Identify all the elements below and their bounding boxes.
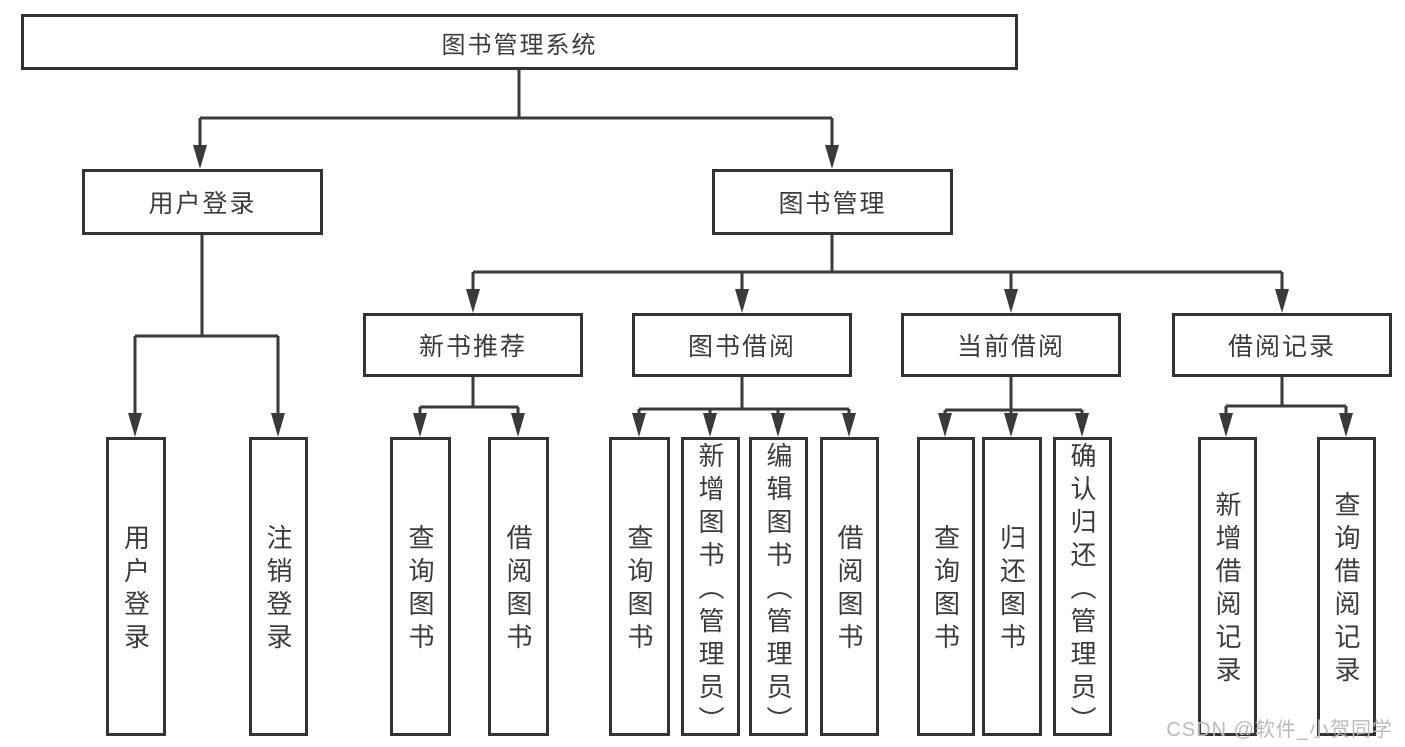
node-label: 查询图书 [624, 524, 654, 656]
node-label: 确认归还（管理员） [1067, 441, 1097, 739]
node-label: 新增图书（管理员） [695, 441, 725, 739]
node-label: 查询图书 [930, 524, 961, 656]
leaf-add-borrow-record: 新增借阅记录 [1198, 437, 1257, 736]
leaf-query-books-1: 查询图书 [390, 437, 451, 736]
node-label: 新书推荐 [418, 333, 527, 361]
node-label: 归还图书 [996, 524, 1027, 656]
leaf-return-books: 归还图书 [982, 437, 1042, 736]
node-label: 当前借阅 [956, 333, 1065, 361]
leaf-edit-books-admin: 编辑图书（管理员） [749, 437, 808, 739]
node-new-book-recommend: 新书推荐 [363, 313, 583, 377]
node-book-borrow: 图书借阅 [632, 313, 852, 377]
leaf-query-borrow-record: 查询借阅记录 [1317, 437, 1376, 736]
leaf-borrow-books-1: 借阅图书 [488, 437, 549, 736]
watermark: CSDN @软件_小贺同学 [1166, 719, 1393, 741]
node-label: 图书管理 [778, 190, 887, 218]
node-label: 编辑图书（管理员） [763, 441, 793, 739]
node-book-management-module: 图书管理 [712, 169, 953, 235]
leaf-query-books-2: 查询图书 [609, 437, 670, 736]
node-label: 查询图书 [405, 524, 435, 656]
node-label: 用户登录 [120, 524, 151, 656]
node-label: 借阅记录 [1227, 333, 1336, 361]
leaf-add-books-admin: 新增图书（管理员） [681, 437, 740, 739]
leaf-user-login: 用户登录 [106, 437, 166, 736]
node-label: 图书借阅 [687, 333, 796, 361]
node-label: 图书管理系统 [441, 31, 598, 59]
node-current-borrow: 当前借阅 [901, 313, 1121, 377]
node-label: 新增借阅记录 [1212, 491, 1242, 689]
leaf-borrow-books-2: 借阅图书 [820, 437, 879, 736]
node-label: 用户登录 [148, 190, 257, 218]
node-label: 查询借阅记录 [1331, 491, 1361, 689]
node-user-login-module: 用户登录 [82, 169, 323, 235]
node-borrow-records: 借阅记录 [1172, 313, 1392, 377]
leaf-confirm-return-admin: 确认归还（管理员） [1053, 437, 1112, 739]
node-label: 借阅图书 [834, 524, 864, 656]
leaf-logout: 注销登录 [249, 437, 308, 736]
node-system-root: 图书管理系统 [21, 14, 1018, 70]
node-label: 注销登录 [263, 524, 293, 656]
leaf-query-books-3: 查询图书 [917, 437, 975, 736]
node-label: 借阅图书 [503, 524, 533, 656]
